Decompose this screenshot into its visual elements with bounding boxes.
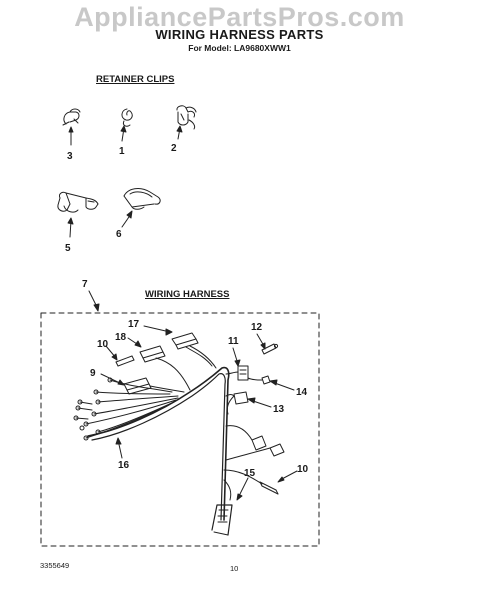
- callout-11: 11: [228, 336, 239, 347]
- callout-2: 2: [171, 143, 177, 154]
- callout-9: 9: [90, 368, 96, 379]
- callout-16: 16: [118, 460, 130, 471]
- callout-10-upper: 10: [97, 339, 109, 350]
- wiring-harness-heading: WIRING HARNESS: [145, 289, 230, 300]
- callout-7: 7: [82, 279, 88, 290]
- callout-12: 12: [251, 322, 263, 333]
- callout-17: 17: [128, 319, 140, 330]
- callout-1: 1: [119, 146, 125, 157]
- callout-13: 13: [273, 404, 285, 415]
- retainer-clip-2-illustration: [176, 105, 197, 140]
- harness-leader-lines: [100, 325, 298, 501]
- callout-3: 3: [67, 151, 73, 162]
- harness-dashed-frame: [40, 312, 320, 547]
- model-subtitle: For Model: LA9680XWW1: [188, 43, 291, 53]
- callout-5: 5: [65, 243, 71, 254]
- watermark: AppliancePartsPros.com: [74, 2, 405, 32]
- page-number: 10: [230, 564, 239, 573]
- retainer-clips-heading: RETAINER CLIPS: [96, 74, 175, 85]
- callout-18: 18: [115, 332, 127, 343]
- callout-10-lower: 10: [297, 464, 309, 475]
- retainer-clip-3-illustration: [62, 108, 81, 146]
- retainer-clip-1-illustration: [120, 108, 133, 142]
- callout-15: 15: [244, 468, 256, 479]
- document-number: 3355649: [40, 561, 70, 570]
- retainer-clip-6-illustration: [121, 188, 161, 228]
- page-title: WIRING HARNESS PARTS: [155, 27, 324, 42]
- wiring-harness-illustration: [73, 332, 285, 536]
- retainer-clip-5-illustration: [57, 191, 99, 238]
- callout-14: 14: [296, 387, 308, 398]
- callout-6: 6: [116, 229, 122, 240]
